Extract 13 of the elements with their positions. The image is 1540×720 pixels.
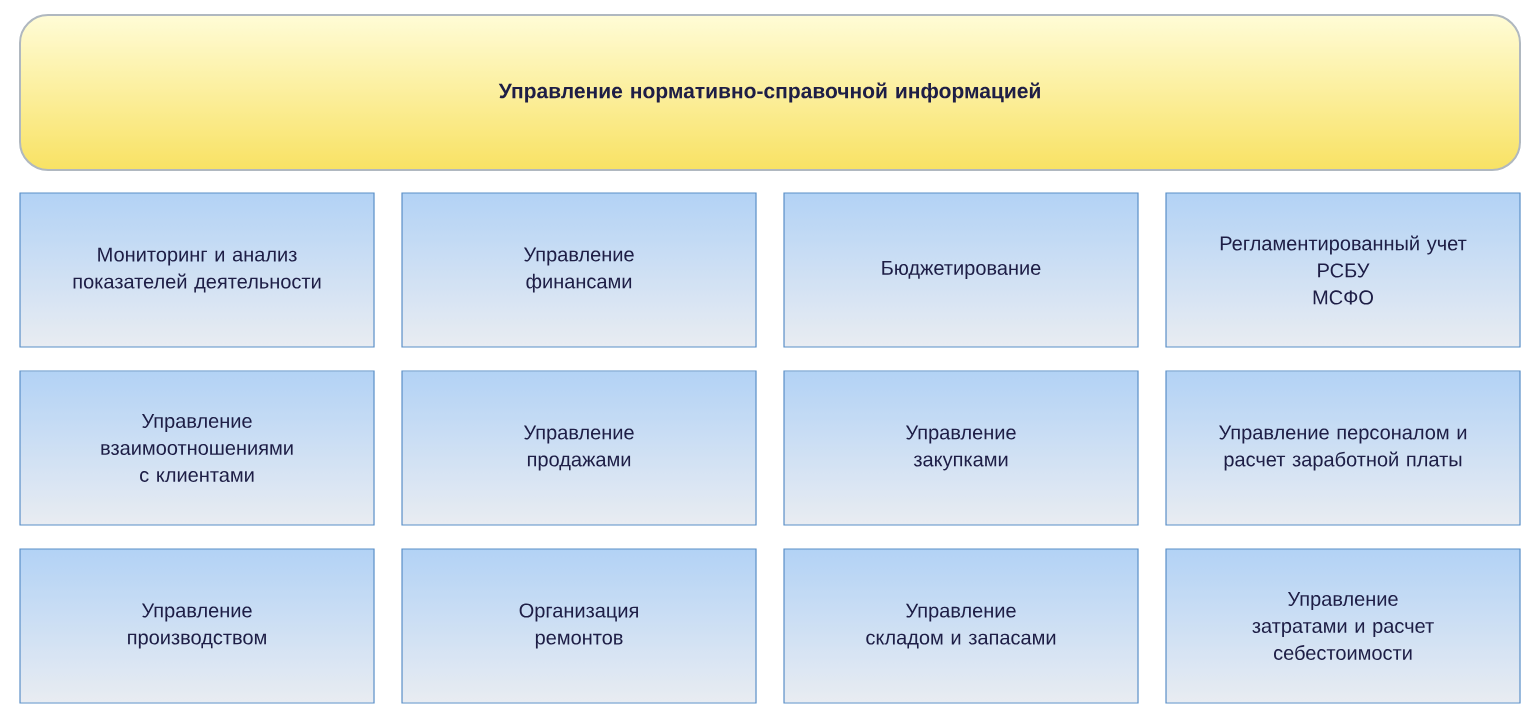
module-box: Бюджетирование — [783, 192, 1139, 348]
module-box: Управление финансами — [401, 192, 757, 348]
module-box: Управление закупками — [783, 370, 1139, 526]
module-box: Мониторинг и анализ показателей деятельности — [19, 192, 375, 348]
module-box: Регламентированный учет РСБУ МСФО — [1165, 192, 1521, 348]
module-box: Организация ремонтов — [401, 548, 757, 704]
module-box: Управление затратами и расчет себестоимости — [1165, 548, 1521, 704]
header-box: Управление нормативно-справочной информацией — [19, 14, 1521, 171]
module-box: Управление производством — [19, 548, 375, 704]
module-box: Управление складом и запасами — [783, 548, 1139, 704]
module-box: Управление продажами — [401, 370, 757, 526]
module-box: Управление персоналом и расчет заработной платы — [1165, 370, 1521, 526]
module-box: Управление взаимоотношениями с клиентами — [19, 370, 375, 526]
